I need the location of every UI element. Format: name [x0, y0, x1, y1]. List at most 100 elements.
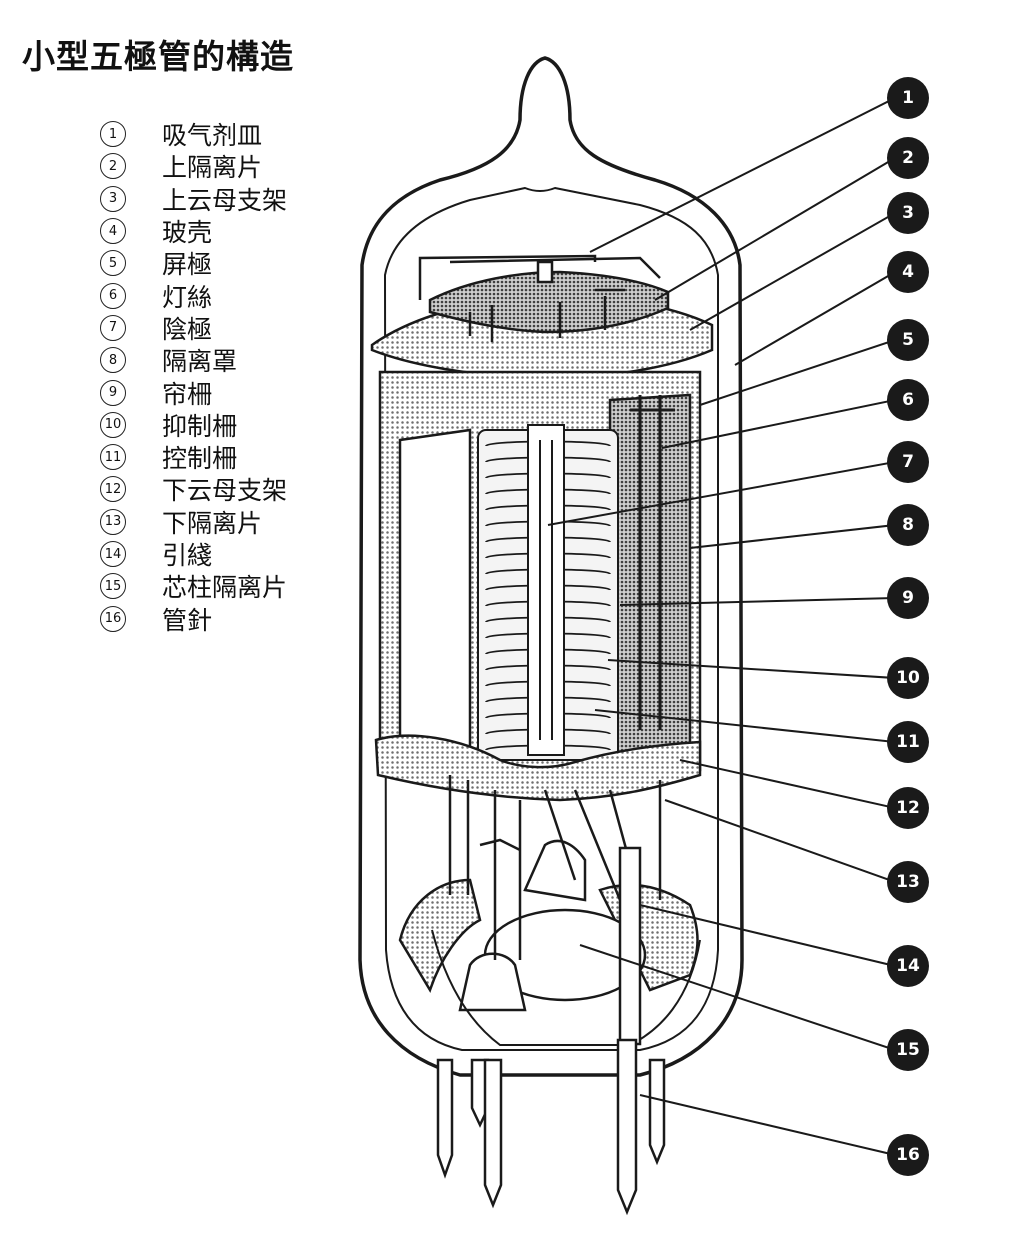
legend-number: 3	[100, 185, 126, 212]
legend-label: 控制柵	[162, 444, 238, 474]
callout-circle	[887, 319, 929, 361]
top-mica-support	[370, 270, 714, 380]
legend-number: 8	[100, 347, 126, 374]
cathode	[527, 424, 565, 756]
callout-15: 15	[887, 1029, 929, 1071]
callout-circle	[887, 721, 929, 763]
callout-number: 11	[896, 732, 920, 752]
legend-label: 下隔离片	[162, 508, 263, 538]
legend-item: 15 芯柱隔离片	[100, 570, 350, 602]
callout-2: 2	[887, 137, 929, 179]
base-pins	[436, 1038, 666, 1216]
callout-circle	[887, 577, 929, 619]
legend-label: 隔离罩	[162, 347, 238, 377]
callout-13: 13	[887, 861, 929, 903]
legend-item: 10 抑制柵	[100, 409, 350, 441]
callout-7: 7	[887, 441, 929, 483]
legend-label: 屏極	[162, 250, 213, 280]
callout-number: 8	[902, 515, 914, 535]
callout-circle	[887, 787, 929, 829]
callout-circle	[887, 945, 929, 987]
callout-circle	[887, 861, 929, 903]
callout-14: 14	[887, 945, 929, 987]
callout-10: 10	[887, 657, 929, 699]
legend-item: 12 下云母支架	[100, 473, 350, 505]
callout-11: 11	[887, 721, 929, 763]
callout-circle	[887, 192, 929, 234]
legend-number: 2	[100, 153, 126, 180]
legend-number: 4	[100, 218, 126, 245]
legend-number: 11	[100, 444, 126, 471]
legend-item: 4 玻壳	[100, 215, 350, 247]
legend-label: 芯柱隔离片	[162, 573, 288, 603]
legend-label: 灯絲	[162, 282, 213, 312]
callout-number: 10	[896, 668, 920, 688]
callout-number: 7	[902, 452, 914, 472]
legend-label: 帘柵	[162, 379, 213, 409]
callout-number: 1	[902, 88, 914, 108]
callout-6: 6	[887, 379, 929, 421]
callout-circle	[887, 379, 929, 421]
glass-envelope	[358, 56, 744, 1077]
callout-8: 8	[887, 504, 929, 546]
legend-number: 5	[100, 250, 126, 277]
callout-number: 16	[896, 1145, 920, 1165]
callout-number: 5	[902, 330, 914, 350]
legend-item: 13 下隔离片	[100, 506, 350, 538]
legend-number: 15	[100, 573, 126, 600]
callout-number: 9	[902, 588, 914, 608]
callout-number: 6	[902, 390, 914, 410]
callout-number: 12	[896, 798, 920, 818]
callout-number: 2	[902, 148, 914, 168]
page-title: 小型五極管的構造	[22, 37, 294, 76]
bottom-mica-support	[374, 734, 702, 802]
legend-label: 上云母支架	[162, 185, 288, 215]
legend-item: 9 帘柵	[100, 376, 350, 409]
callout-16: 16	[887, 1134, 929, 1176]
callout-circle	[887, 441, 929, 483]
callout-circle	[887, 504, 929, 546]
callout-number: 14	[896, 956, 920, 976]
callout-circle	[887, 251, 929, 293]
callout-circle	[887, 137, 929, 179]
legend-label: 抑制柵	[162, 411, 238, 441]
legend-number: 7	[100, 314, 126, 341]
legend-number: 14	[100, 541, 126, 567]
callout-4: 4	[887, 251, 929, 293]
stem-structure	[398, 839, 701, 1046]
legend-number: 13	[100, 508, 126, 535]
legend-item: 3 上云母支架	[100, 183, 350, 215]
legend-number: 12	[100, 476, 126, 503]
callout-5: 5	[887, 319, 929, 361]
callout-circle	[887, 1134, 929, 1176]
legend-item: 2 上隔离片	[100, 150, 350, 182]
legend-number: 9	[100, 379, 126, 406]
callout-number: 13	[896, 872, 920, 892]
callout-1: 1	[887, 77, 929, 119]
getter-dish	[418, 254, 661, 342]
callout-12: 12	[887, 787, 929, 829]
legend-label: 上隔离片	[162, 153, 263, 183]
callout-9: 9	[887, 577, 929, 619]
legend-label: 吸气剂皿	[162, 121, 263, 151]
callout-circle	[887, 77, 929, 119]
legend-item: 16 管針	[100, 602, 350, 635]
legend-number: 1	[100, 121, 126, 148]
legend-item: 1 吸气剂皿	[100, 118, 350, 150]
callout-3: 3	[887, 192, 929, 234]
callout-number: 3	[902, 203, 914, 223]
legend-item: 5 屏極	[100, 247, 350, 279]
callout-circle	[887, 1029, 929, 1071]
legend-label: 玻壳	[162, 218, 213, 248]
heater-lead	[630, 395, 675, 730]
legend-label: 下云母支架	[162, 476, 288, 506]
legend-number: 16	[100, 605, 126, 632]
legend-number: 10	[100, 411, 126, 438]
legend-label: 管針	[162, 605, 213, 635]
